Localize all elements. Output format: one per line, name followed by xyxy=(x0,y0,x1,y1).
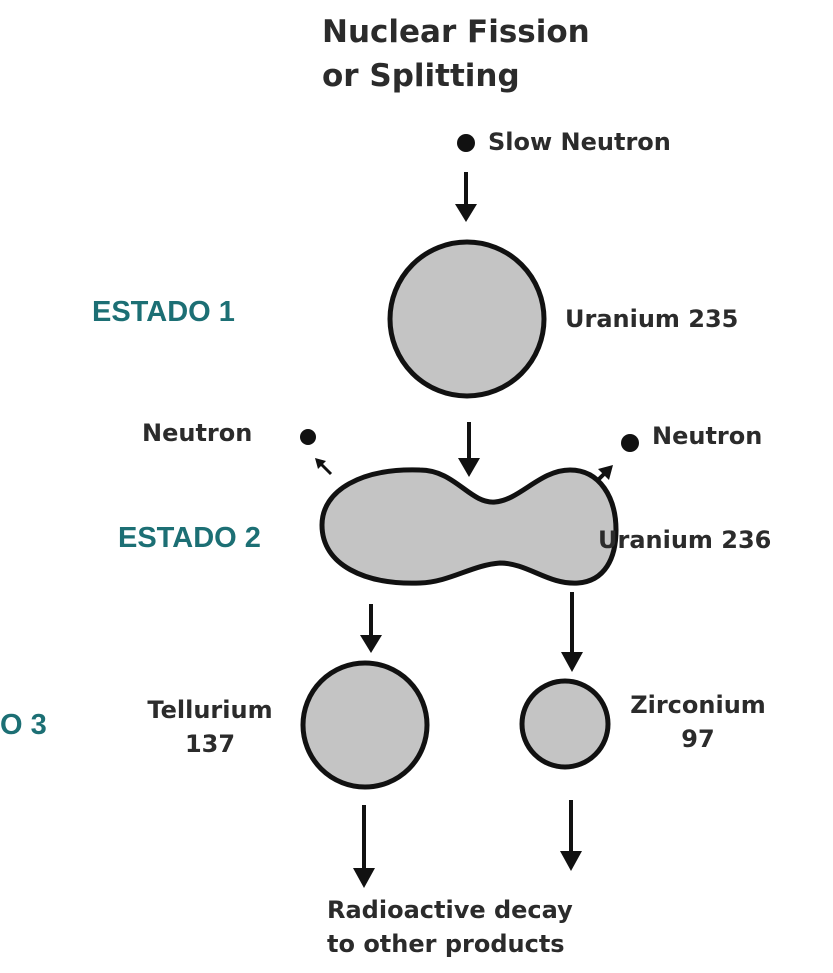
arrow-down-2 xyxy=(458,422,480,477)
uranium-236-label: Uranium 236 xyxy=(598,526,772,554)
zirconium-97-nucleus xyxy=(519,678,611,770)
slow-neutron-label: Slow Neutron xyxy=(488,128,671,156)
arrow-down-right-product xyxy=(561,592,583,672)
tellurium-name: Tellurium xyxy=(147,696,273,724)
decay-line-1: Radioactive decay xyxy=(327,896,573,924)
decay-line-2: to other products xyxy=(327,930,565,958)
estado-1-label: ESTADO 1 xyxy=(92,296,235,328)
uranium-235-nucleus xyxy=(387,239,547,399)
zirconium-mass: 97 xyxy=(681,725,715,753)
tellurium-mass: 137 xyxy=(184,730,236,758)
neutron-left-dot xyxy=(300,429,316,445)
title-line-1: Nuclear Fission xyxy=(322,14,590,50)
uranium-235-label: Uranium 235 xyxy=(565,305,739,333)
estado-3-label: O 3 xyxy=(0,709,47,741)
decay-label: Radioactive decay to other products xyxy=(327,893,573,961)
arrow-down-tellurium-decay xyxy=(353,805,375,888)
neutron-right-dot xyxy=(621,434,639,452)
zirconium-name: Zirconium xyxy=(630,691,766,719)
neutron-right-label: Neutron xyxy=(652,422,763,450)
title-line-2: or Splitting xyxy=(322,58,520,94)
tellurium-137-nucleus xyxy=(300,660,430,790)
estado-2-label: ESTADO 2 xyxy=(118,522,261,554)
arrow-down-zirconium-decay xyxy=(560,800,582,871)
arrow-down-left-product xyxy=(360,604,382,653)
tellurium-label: Tellurium 137 xyxy=(121,693,299,761)
neutron-left-label: Neutron xyxy=(142,419,253,447)
arrow-down-1 xyxy=(455,172,477,222)
arrow-neutron-left xyxy=(315,458,333,476)
zirconium-label: Zirconium 97 xyxy=(608,688,788,756)
slow-neutron-dot xyxy=(457,134,475,152)
diagram-title: Nuclear Fission or Splitting xyxy=(322,10,590,98)
uranium-236-nucleus xyxy=(319,467,619,586)
